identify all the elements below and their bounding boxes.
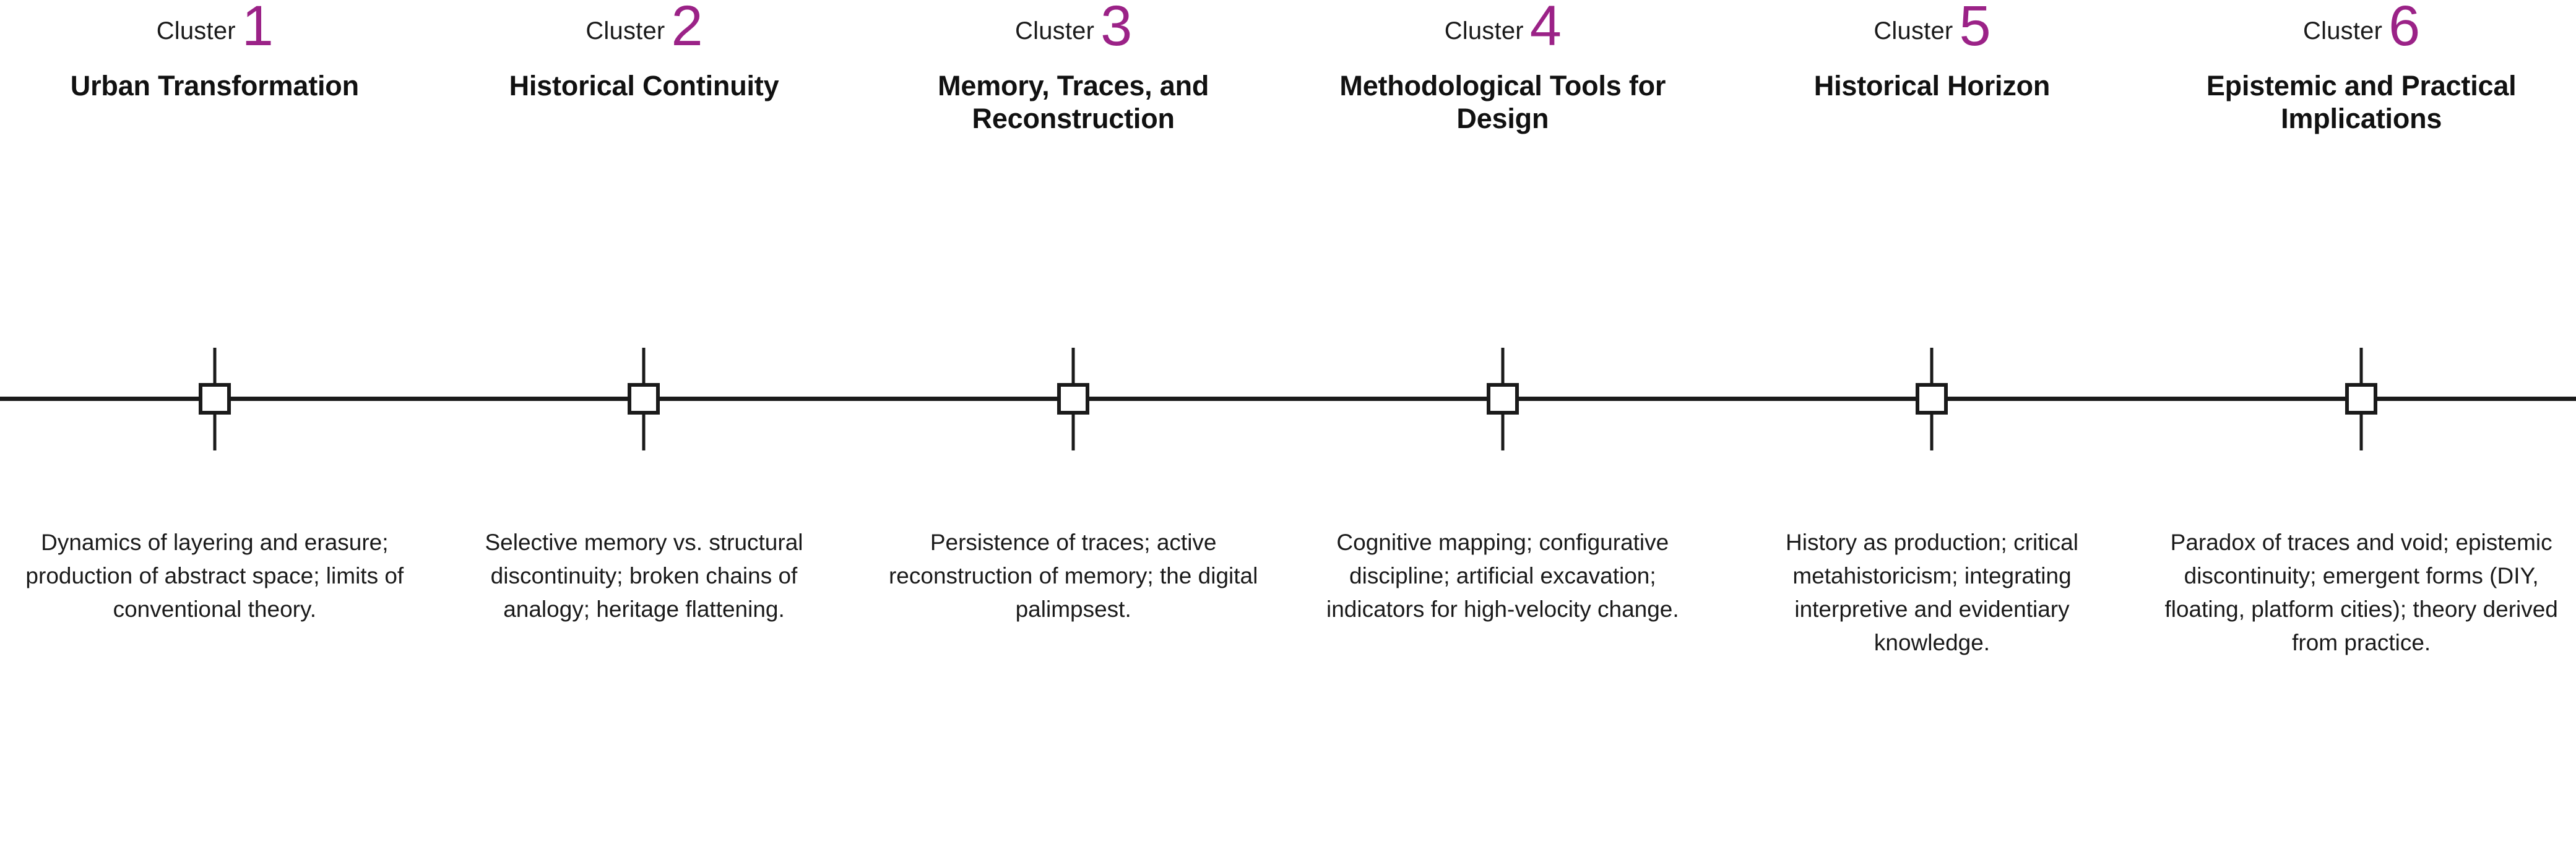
cluster-title-2: Historical Continuity [509, 70, 779, 101]
cluster-eyebrow-word-4: Cluster [1444, 17, 1524, 45]
cluster-description-6: Paradox of traces and void; epistemic di… [2164, 530, 2558, 656]
cluster-number-3: 3 [1100, 0, 1132, 58]
marker-box-icon-2 [628, 383, 660, 415]
cluster-marker-6[interactable] [2343, 348, 2380, 450]
marker-box-icon-5 [1916, 383, 1948, 415]
cluster-number-4: 4 [1529, 0, 1562, 58]
cluster-column-3[interactable]: Cluster 3 Memory, Traces, and Reconstruc… [858, 0, 1288, 844]
cluster-column-6[interactable]: Cluster 6 Epistemic and Practical Implic… [2146, 0, 2576, 844]
cluster-number-5: 5 [1959, 0, 1990, 58]
marker-box-icon-4 [1486, 383, 1519, 415]
cluster-title-1: Urban Transformation [70, 70, 359, 101]
cluster-description-1: Dynamics of layering and erasure; produc… [25, 530, 404, 622]
cluster-marker-1[interactable] [196, 348, 233, 450]
cluster-description-5: History as production; critical metahist… [1786, 530, 2078, 656]
cluster-marker-2[interactable] [625, 348, 662, 450]
cluster-description-2: Selective memory vs. structural disconti… [485, 530, 803, 622]
cluster-column-2[interactable]: Cluster 2 Historical Continuity Selectiv… [430, 0, 859, 844]
cluster-eyebrow-5: Cluster 5 [1718, 0, 2147, 93]
cluster-description-3: Persistence of traces; active reconstruc… [888, 530, 1258, 622]
cluster-eyebrow-word-5: Cluster [1874, 17, 1953, 45]
marker-box-icon-3 [1057, 383, 1090, 415]
cluster-number-2: 2 [671, 0, 702, 58]
marker-box-icon-1 [198, 383, 231, 415]
cluster-title-4: Methodological Tools for Design [1339, 70, 1666, 135]
cluster-number-6: 6 [2388, 0, 2420, 58]
cluster-column-4[interactable]: Cluster 4 Methodological Tools for Desig… [1288, 0, 1718, 844]
cluster-eyebrow-4: Cluster 4 [1288, 0, 1718, 93]
cluster-number-1: 1 [241, 0, 274, 58]
cluster-eyebrow-1: Cluster 1 [0, 0, 430, 93]
timeline-axis-line [0, 397, 2576, 401]
cluster-eyebrow-3: Cluster 3 [858, 0, 1288, 93]
cluster-description-4: Cognitive mapping; configurative discipl… [1326, 530, 1679, 622]
cluster-column-5[interactable]: Cluster 5 Historical Horizon History as … [1718, 0, 2147, 844]
cluster-marker-4[interactable] [1484, 348, 1521, 450]
cluster-eyebrow-2: Cluster 2 [430, 0, 859, 93]
cluster-title-6: Epistemic and Practical Implications [2206, 70, 2517, 135]
cluster-eyebrow-word-3: Cluster [1015, 17, 1095, 45]
cluster-marker-3[interactable] [1055, 348, 1092, 450]
cluster-eyebrow-word-6: Cluster [2303, 17, 2383, 45]
cluster-marker-5[interactable] [1913, 348, 1950, 450]
cluster-eyebrow-word-2: Cluster [586, 17, 665, 45]
marker-box-icon-6 [2345, 383, 2378, 415]
cluster-column-1[interactable]: Cluster 1 Urban Transformation Dynamics … [0, 0, 430, 844]
cluster-title-3: Memory, Traces, and Reconstruction [938, 70, 1209, 135]
cluster-eyebrow-word-1: Cluster [156, 17, 236, 45]
cluster-eyebrow-6: Cluster 6 [2146, 0, 2576, 93]
cluster-title-5: Historical Horizon [1813, 70, 2051, 101]
